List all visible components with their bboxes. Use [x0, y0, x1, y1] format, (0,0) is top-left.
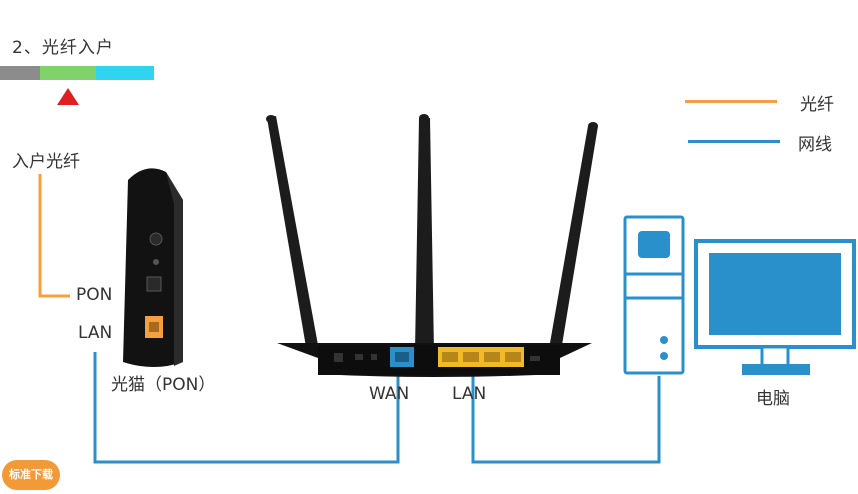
pon-port-label: PON: [76, 285, 113, 305]
legend-fiber-label: 光纤: [800, 95, 834, 115]
cable-line-router-to-computer: [471, 352, 661, 464]
computer-label: 电脑: [756, 389, 790, 409]
wireless-router-icon: [266, 114, 598, 377]
step-title: 2、光纤入户: [12, 38, 114, 58]
watermark-logo: 标准下载: [2, 460, 60, 490]
fiber-line: [38, 174, 70, 298]
progress-segment-1: [0, 66, 40, 80]
monitor-icon: [694, 239, 856, 375]
router-lan-label: LAN: [452, 384, 487, 404]
fiber-in-label: 入户光纤: [12, 152, 80, 172]
legend-cable-swatch: [688, 140, 780, 143]
optical-modem-icon: [123, 168, 183, 367]
progress-segment-3: [96, 66, 154, 80]
progress-strip: [0, 66, 154, 80]
progress-marker-icon: [57, 88, 79, 105]
legend-cable-label: 网线: [798, 135, 832, 155]
cable-line-modem-to-router: [93, 352, 400, 464]
modem-lan-port-label: LAN: [78, 323, 113, 343]
progress-segment-2: [40, 66, 96, 80]
legend-fiber-swatch: [685, 100, 777, 103]
router-wan-label: WAN: [369, 384, 410, 404]
computer-tower-icon: [623, 215, 685, 375]
modem-name-label: 光猫（PON）: [111, 375, 216, 395]
